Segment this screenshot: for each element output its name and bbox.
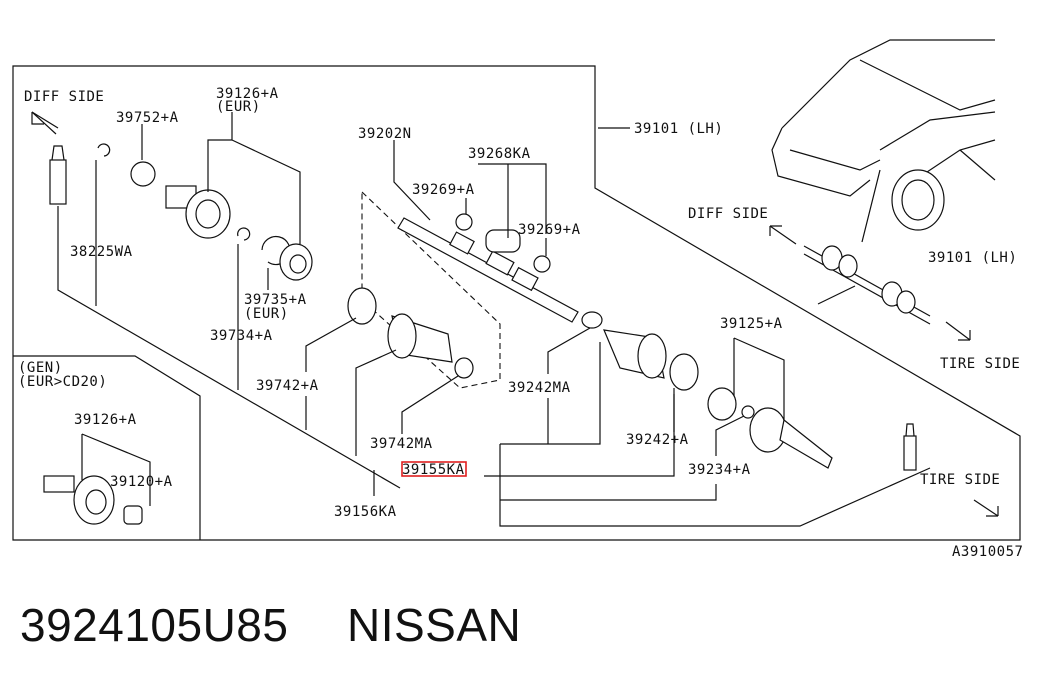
diff-side-arrow-left (31, 111, 59, 135)
part-38225wa-grease (49, 145, 67, 205)
label-39268ka: 39268KA (468, 146, 531, 162)
part-39735a-ring (261, 235, 291, 266)
label-39242ma: 39242MA (508, 380, 571, 396)
label-gen: (GEN) (18, 360, 63, 376)
label-39125a: 39125+A (720, 316, 783, 332)
car-illustration (771, 39, 996, 231)
label-eur-cd20: (EUR>CD20) (18, 374, 107, 390)
label-tire-side-top: TIRE SIDE (940, 356, 1020, 372)
part-39242a-band (669, 353, 699, 391)
label-38225wa: 38225WA (70, 244, 133, 260)
label-39752a: 39752+A (116, 110, 179, 126)
part-39741-boot-left (387, 313, 453, 363)
label-39735a: 39735+A (244, 292, 307, 308)
label-diff-side-left: DIFF SIDE (24, 89, 104, 105)
driveshaft-assembly-small (803, 169, 931, 325)
part-gen-39126a-joint (43, 475, 115, 525)
brand-caption: NISSAN (347, 599, 522, 651)
label-39242a: 39242+A (626, 432, 689, 448)
label-diff-side-right: DIFF SIDE (688, 206, 768, 222)
label-39734a: 39734+A (210, 328, 273, 344)
diagram-frame (12, 65, 1021, 541)
part-39269a-clamp-2 (533, 255, 551, 273)
diff-side-arrow-right (769, 225, 797, 245)
label-39126a: 39126+A (216, 86, 279, 102)
label-39202n: 39202N (358, 126, 412, 142)
label-39101lh-2: 39101 (LH) (928, 250, 1017, 266)
label-39155ka: 39155KA (402, 462, 465, 478)
label-eur-1: (EUR) (216, 99, 261, 115)
label-eur-2: (EUR) (244, 306, 289, 322)
label-39269a-1: 39269+A (412, 182, 475, 198)
label-39234a: 39234+A (688, 462, 751, 478)
label-gen-39126a: 39126+A (74, 412, 137, 428)
part-number-caption: 3924105U85 (20, 599, 289, 651)
part-39269a-clamp-1 (455, 213, 473, 231)
label-gen-39120a: 39120+A (110, 474, 173, 490)
part-39735a-housing (279, 243, 313, 281)
part-gen-39120a (123, 505, 143, 525)
part-39125a-joint (707, 387, 833, 469)
label-39156ka: 39156KA (334, 504, 397, 520)
label-39101lh-1: 39101 (LH) (634, 121, 723, 137)
part-39742a-band (347, 287, 377, 325)
part-39742ma-band (454, 357, 474, 379)
label-39269a-2: 39269+A (518, 222, 581, 238)
highlight-39155ka (401, 461, 467, 477)
tire-side-arrow-top (945, 321, 971, 341)
part-39734a-clip (237, 227, 251, 241)
reference-code: A3910057 (952, 544, 1023, 560)
label-39742a: 39742+A (256, 378, 319, 394)
leader-lines (57, 112, 931, 527)
part-39268ka-damper (485, 229, 521, 253)
tire-side-arrow-bottom (973, 499, 999, 517)
part-39752a-ring (130, 161, 156, 187)
part-snap-ring-small (97, 143, 111, 157)
label-39742ma: 39742MA (370, 436, 433, 452)
part-39242ma-band (581, 311, 603, 329)
label-tire-side-bottom: TIRE SIDE (920, 472, 1000, 488)
part-39241-boot-right (603, 329, 667, 379)
part-grease-tire-side (903, 423, 917, 471)
gen-subframe (13, 355, 201, 540)
part-39126a-joint (165, 185, 231, 239)
part-39234a-ring (741, 405, 755, 419)
part-39202n-shaft (397, 217, 579, 323)
